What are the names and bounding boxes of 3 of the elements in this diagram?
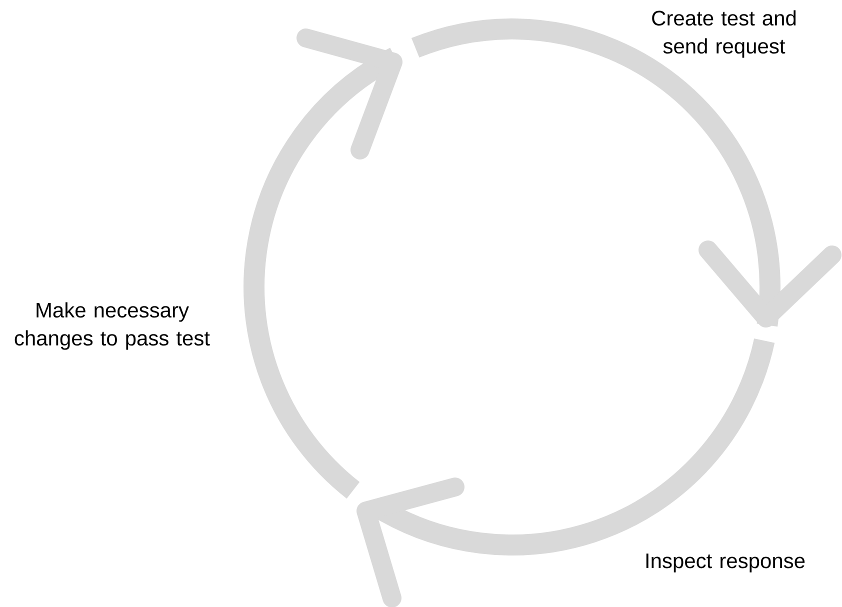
step-label: Inspect response <box>646 554 805 572</box>
step-label: Make necessary changes to pass test <box>14 302 210 350</box>
step-label: Create test and send request <box>652 10 796 58</box>
